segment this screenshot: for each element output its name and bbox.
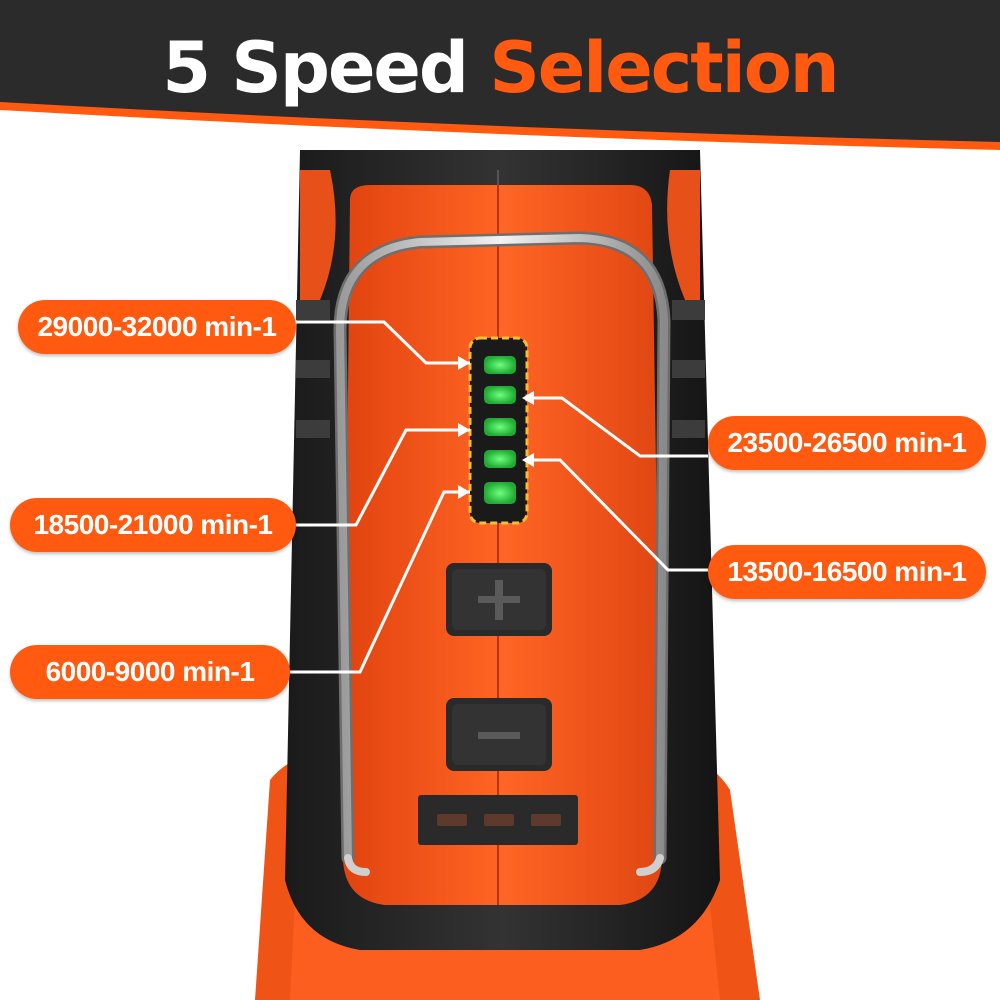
- header-banner: [0, 0, 1000, 150]
- leader-lines: [290, 320, 708, 674]
- plus-icon: [446, 563, 552, 636]
- callout-speed-2: 13500-16500 min-1: [708, 545, 986, 599]
- title-white-part: 5 Speed: [162, 27, 469, 109]
- led-indicator-icon: [468, 336, 529, 525]
- callout-speed-3: 18500-21000 min-1: [10, 498, 296, 552]
- minus-icon: [446, 698, 552, 771]
- page-title: 5 Speed Selection: [0, 18, 1000, 118]
- callout-speed-5: 29000-32000 min-1: [18, 300, 296, 354]
- wire-handle: [333, 231, 671, 876]
- title-orange-part: Selection: [489, 27, 839, 109]
- battery-gauge-icon: [418, 795, 578, 845]
- callout-speed-4: 23500-26500 min-1: [708, 416, 986, 470]
- tool-top-panel: [343, 170, 662, 905]
- callout-speed-1: 6000-9000 min-1: [10, 645, 290, 699]
